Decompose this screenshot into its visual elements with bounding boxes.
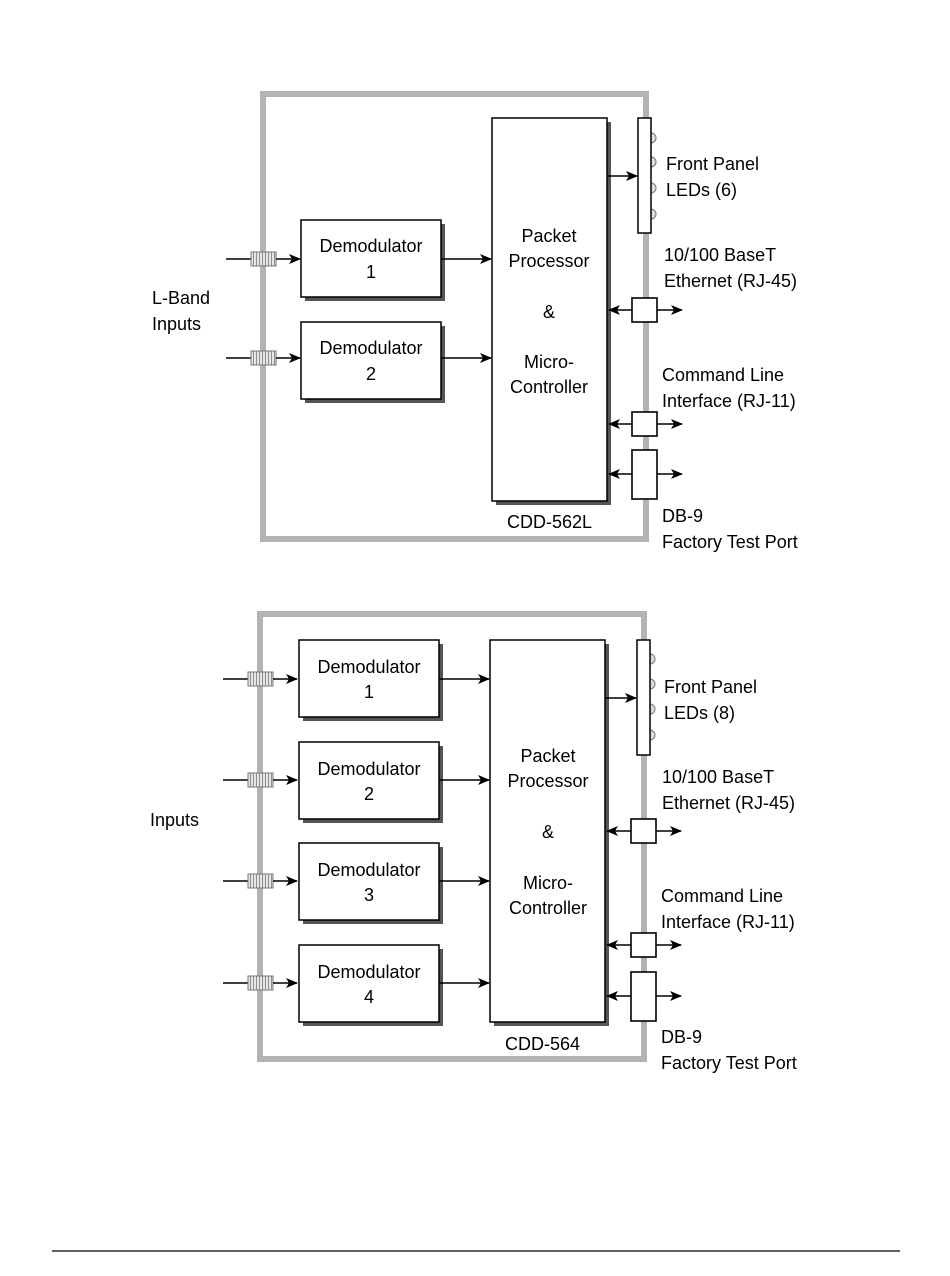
- processor-line3: &: [542, 822, 554, 842]
- demodulator-1-number: 1: [364, 682, 374, 702]
- demodulator-2-block: Demodulator 2: [300, 321, 445, 403]
- input-connector-3: [223, 873, 298, 889]
- front-panel-label-line1: Front Panel: [664, 677, 757, 697]
- db9-label-line1: DB-9: [661, 1027, 702, 1047]
- demodulator-3-label: Demodulator: [317, 860, 420, 880]
- db9-label-line2: Factory Test Port: [662, 532, 798, 552]
- front-panel-leds: [637, 117, 657, 234]
- cli-port: [606, 932, 682, 958]
- db9-port: [606, 971, 682, 1022]
- input-connector-2: [223, 772, 298, 788]
- processor-line5: Controller: [509, 898, 587, 918]
- processor-line3: &: [543, 302, 555, 322]
- processor-line2: Processor: [508, 251, 589, 271]
- input-connector-4: [223, 975, 298, 991]
- input-connector-1: [223, 671, 298, 687]
- model-label: CDD-562L: [507, 512, 592, 532]
- demodulator-2-label: Demodulator: [319, 338, 422, 358]
- demodulator-2-number: 2: [366, 364, 376, 384]
- processor-line1: Packet: [520, 746, 575, 766]
- demodulator-1-label: Demodulator: [319, 236, 422, 256]
- diagram-cdd-562l: L-Band Inputs Demodulator 1 Demodulator …: [152, 91, 798, 552]
- demodulator-1-block: Demodulator 1: [298, 639, 443, 721]
- db9-label-line1: DB-9: [662, 506, 703, 526]
- ethernet-label-line1: 10/100 BaseT: [662, 767, 774, 787]
- packet-processor-block: Packet Processor & Micro- Controller: [489, 639, 609, 1026]
- demodulator-1-block: Demodulator 1: [300, 219, 445, 301]
- front-panel-leds: [636, 639, 656, 756]
- processor-line1: Packet: [521, 226, 576, 246]
- cli-label-line1: Command Line: [662, 365, 784, 385]
- front-panel-label-line2: LEDs (6): [666, 180, 737, 200]
- cli-label-line1: Command Line: [661, 886, 783, 906]
- front-panel-label-line2: LEDs (8): [664, 703, 735, 723]
- diagram-cdd-564: Inputs Demodulator 1: [150, 611, 797, 1073]
- demodulator-2-number: 2: [364, 784, 374, 804]
- processor-line4: Micro-: [524, 352, 574, 372]
- processor-line5: Controller: [510, 377, 588, 397]
- inputs-label-line2: Inputs: [152, 314, 201, 334]
- ethernet-label-line1: 10/100 BaseT: [664, 245, 776, 265]
- ethernet-label-line2: Ethernet (RJ-45): [664, 271, 797, 291]
- db9-label-line2: Factory Test Port: [661, 1053, 797, 1073]
- input-connector-2: [226, 350, 301, 366]
- cli-port: [608, 411, 683, 437]
- cli-label-line2: Interface (RJ-11): [662, 391, 796, 411]
- demodulator-3-number: 3: [364, 885, 374, 905]
- demodulator-4-block: Demodulator 4: [298, 944, 443, 1026]
- db9-port: [608, 449, 683, 500]
- demodulator-4-number: 4: [364, 987, 374, 1007]
- input-connector-1: [226, 251, 301, 267]
- demodulator-1-number: 1: [366, 262, 376, 282]
- cli-label-line2: Interface (RJ-11): [661, 912, 795, 932]
- packet-processor-block: Packet Processor & Micro- Controller: [491, 117, 611, 505]
- model-label: CDD-564: [505, 1034, 580, 1054]
- demodulator-4-label: Demodulator: [317, 962, 420, 982]
- ethernet-label-line2: Ethernet (RJ-45): [662, 793, 795, 813]
- demodulator-2-label: Demodulator: [317, 759, 420, 779]
- processor-line4: Micro-: [523, 873, 573, 893]
- demodulator-2-block: Demodulator 2: [298, 741, 443, 823]
- front-panel-label-line1: Front Panel: [666, 154, 759, 174]
- demodulator-3-block: Demodulator 3: [298, 842, 443, 924]
- inputs-label-line1: L-Band: [152, 288, 210, 308]
- ethernet-port: [606, 818, 682, 844]
- processor-line2: Processor: [507, 771, 588, 791]
- ethernet-port: [608, 297, 683, 323]
- inputs-label: Inputs: [150, 810, 199, 830]
- demodulator-1-label: Demodulator: [317, 657, 420, 677]
